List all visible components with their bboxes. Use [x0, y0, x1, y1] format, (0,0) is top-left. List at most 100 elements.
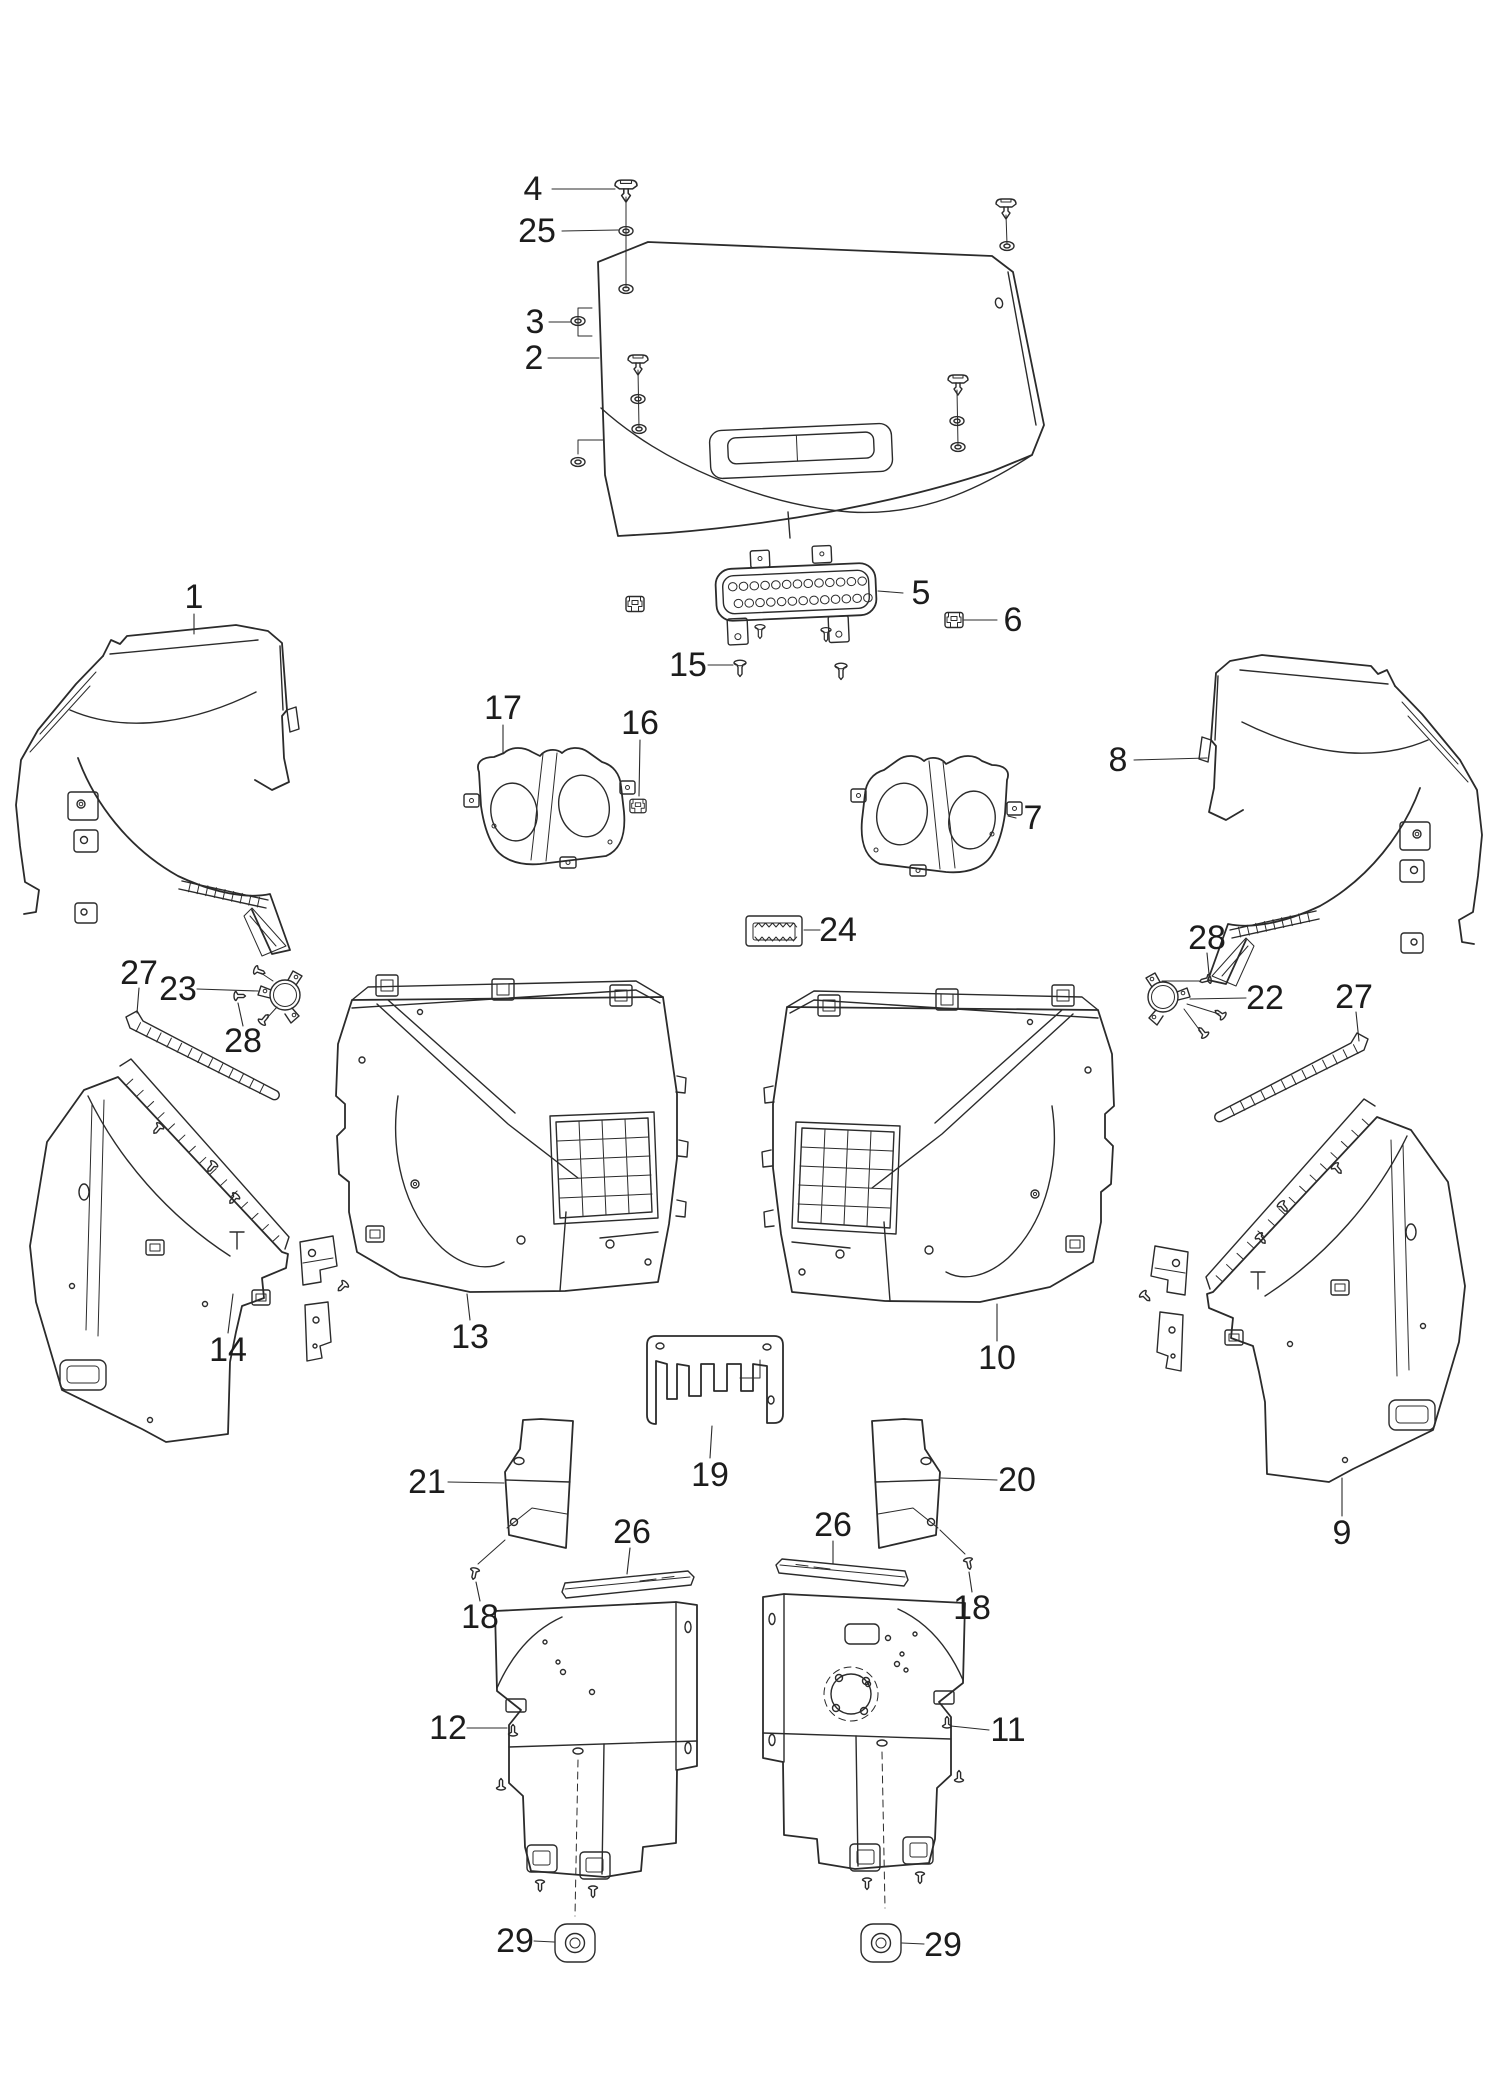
- leader-line-19: [709, 1425, 713, 1459]
- callout-25: 25: [518, 212, 556, 250]
- callout-7: 7: [1024, 799, 1043, 837]
- leader-line-28: [1206, 952, 1210, 975]
- leader-line-25: [561, 229, 619, 232]
- screw-15: [834, 662, 848, 681]
- leader-line-28: [237, 1002, 244, 1027]
- small-brackets-left: [300, 1236, 350, 1361]
- callout-14: 14: [209, 1331, 247, 1369]
- callout-26: 26: [814, 1506, 852, 1544]
- callout-27: 27: [1335, 978, 1373, 1016]
- callout-29: 29: [924, 1926, 962, 1964]
- lower-shield-right-11: [763, 1594, 965, 1908]
- front-liner-right-10: [761, 984, 1115, 1303]
- callout-17: 17: [484, 689, 522, 727]
- callout-18: 18: [953, 1589, 991, 1627]
- pushpin-fastener: [947, 374, 969, 396]
- leader-line-13: [466, 1293, 471, 1321]
- callout-19: 19: [691, 1456, 729, 1494]
- callout-15: 15: [669, 646, 707, 684]
- callout-21: 21: [408, 1463, 446, 1501]
- lower-shield-left-12: [495, 1602, 697, 1916]
- callout-27: 27: [120, 954, 158, 992]
- leader-line-23: [196, 988, 259, 992]
- center-bracket-19: [646, 1335, 784, 1425]
- clip-icon: [944, 611, 964, 629]
- leader-line-8: [1133, 757, 1208, 761]
- callout-16: 16: [621, 704, 659, 742]
- screw-18-left: [467, 1539, 506, 1581]
- leader-line-14: [227, 1293, 234, 1334]
- callout-2: 2: [525, 339, 544, 377]
- callout-24: 24: [819, 911, 857, 949]
- leader-line-18: [475, 1581, 481, 1602]
- seal-24: [745, 915, 803, 947]
- corner-bracket-left-21: [504, 1418, 574, 1549]
- corner-bracket-right-20: [871, 1418, 941, 1549]
- leader-line-27: [136, 987, 140, 1014]
- leader-line-20: [940, 1477, 998, 1481]
- callout-6: 6: [1004, 601, 1023, 639]
- clip-icon: [625, 595, 645, 613]
- clip-16: [629, 798, 647, 814]
- callout-28: 28: [224, 1022, 262, 1060]
- callout-20: 20: [998, 1461, 1036, 1499]
- hood-panel: [597, 241, 1045, 539]
- screws-28-left: [233, 964, 278, 1028]
- grille-screws: [733, 624, 848, 681]
- callout-22: 22: [1246, 979, 1284, 1017]
- sill-strip-left-26: [561, 1570, 695, 1599]
- callout-23: 23: [159, 970, 197, 1008]
- screw-15: [733, 659, 747, 678]
- callout-4: 4: [524, 170, 543, 208]
- hood-scoop: [708, 422, 894, 480]
- shield-hub-detail-11: [823, 1623, 909, 1722]
- front-liner-left-13: [335, 974, 689, 1293]
- leader-line-18: [968, 1571, 973, 1593]
- grille-mesh: [727, 576, 873, 609]
- grommet-29-right: [860, 1923, 902, 1963]
- callout-26: 26: [613, 1513, 651, 1551]
- callout-1: 1: [185, 578, 204, 616]
- screw-icon: [754, 624, 766, 640]
- callout-8: 8: [1109, 741, 1128, 779]
- side-liner-right-9: [1206, 1099, 1465, 1482]
- fender-left-1: [15, 624, 300, 957]
- screw-18-right: [939, 1529, 976, 1571]
- leader-line-27: [1355, 1011, 1360, 1042]
- trim-strip-right-27: [1214, 1032, 1369, 1123]
- leader-line-11: [950, 1725, 990, 1731]
- leader-line-21: [447, 1481, 505, 1484]
- leader-line-22: [1189, 997, 1247, 1000]
- hood-fasteners: [570, 179, 1017, 468]
- callout-9: 9: [1333, 1514, 1352, 1552]
- washer: [570, 456, 586, 468]
- leader-line-7: [1007, 815, 1017, 819]
- callout-5: 5: [912, 574, 931, 612]
- callout-18: 18: [461, 1598, 499, 1636]
- side-liner-left-14: [30, 1059, 289, 1442]
- callout-3: 3: [526, 303, 545, 341]
- lamp-bracket-left-23: [257, 970, 303, 1024]
- leader-line-5: [877, 590, 904, 594]
- callout-12: 12: [429, 1709, 467, 1747]
- grommet-29-left: [554, 1923, 596, 1963]
- leader-line-29: [533, 1940, 555, 1943]
- headlamp-housing-left-17: [463, 747, 636, 869]
- leader-line-29: [901, 1942, 925, 1945]
- callout-10: 10: [978, 1339, 1016, 1377]
- fender-right-8: [1198, 654, 1483, 987]
- screw-icon: [233, 990, 247, 1002]
- sill-strip-right-26: [775, 1558, 909, 1587]
- leader-line-26: [626, 1547, 631, 1575]
- leader-line-16: [638, 739, 641, 797]
- headlamp-housing-right-7: [850, 755, 1023, 877]
- callout-29: 29: [496, 1922, 534, 1960]
- callout-13: 13: [451, 1318, 489, 1356]
- bumper-grille: [714, 544, 878, 646]
- callout-11: 11: [990, 1711, 1025, 1749]
- callout-28: 28: [1188, 919, 1226, 957]
- screws-28-right: [1161, 973, 1228, 1041]
- screw-icon: [1211, 1006, 1228, 1022]
